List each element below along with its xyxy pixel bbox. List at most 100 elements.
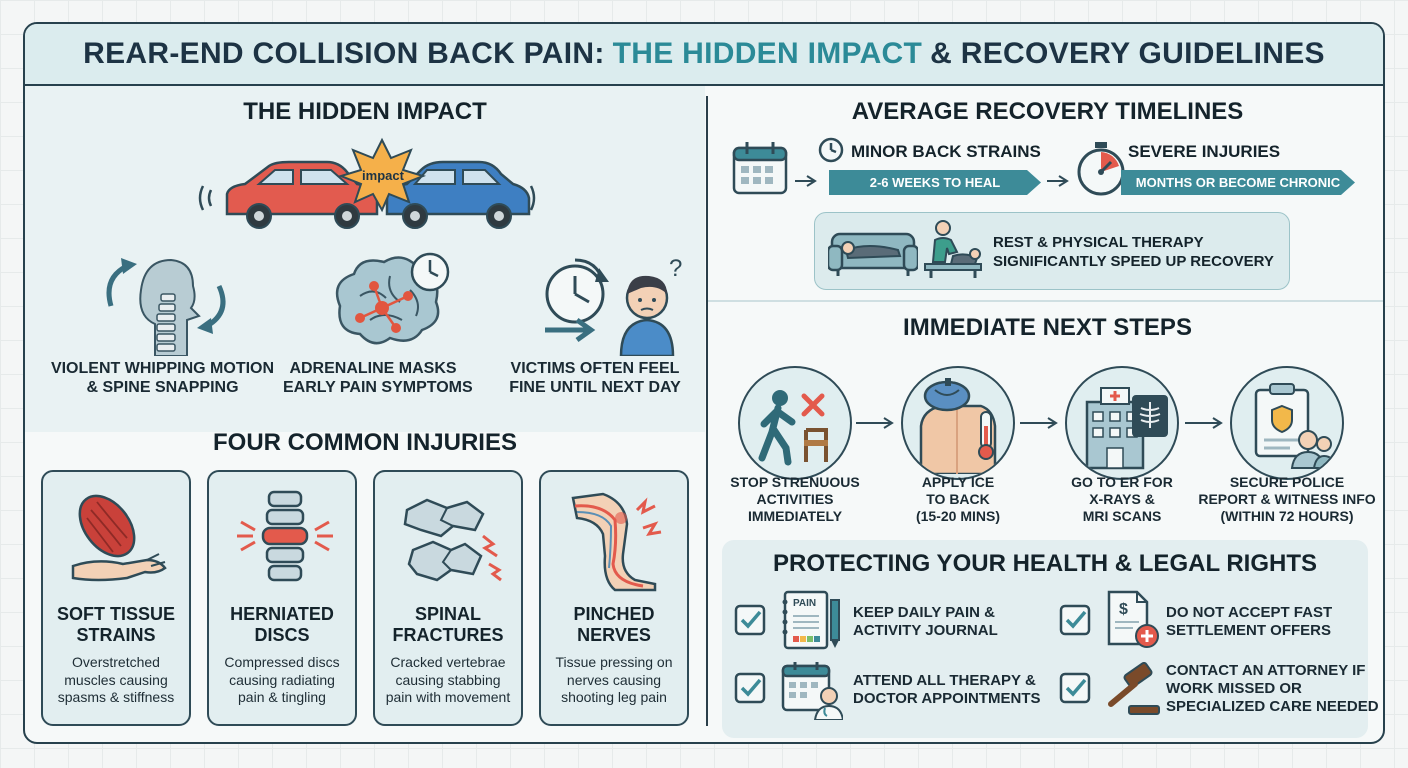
step-apply-ice	[901, 366, 1015, 480]
calendar-icon	[731, 140, 789, 196]
protect-3-line-2: SETTLEMENT OFFERS	[1166, 622, 1331, 639]
physical-therapy-icon	[921, 218, 983, 280]
checkbox-icon	[1059, 604, 1091, 636]
checkbox-icon	[1059, 672, 1091, 704]
adrenaline-caption-1: ADRENALINE MASKS	[289, 360, 457, 377]
step-1-line-2: ACTIVITIES	[756, 491, 834, 507]
step-4-line-3: (WITHIN 72 HOURS)	[1220, 508, 1354, 524]
herniated-desc-2: causing radiating	[229, 671, 335, 688]
fractures-desc-3: pain with movement	[385, 689, 511, 705]
title-bar: REAR-END COLLISION BACK PAIN: THE HIDDEN…	[25, 24, 1383, 86]
gavel-icon	[1103, 662, 1161, 718]
soft-tissue-title-1: SOFT TISSUE	[56, 604, 175, 624]
next-day-caption-1: VICTIMS OFTEN FEEL	[510, 360, 680, 377]
step-3-line-2: X-RAYS &	[1089, 491, 1155, 507]
settlement-document-icon: $	[1105, 590, 1161, 650]
ice-pack-icon	[911, 376, 1009, 474]
protect-1-line-1: KEEP DAILY PAIN &	[853, 604, 995, 621]
stop-activity-icon	[750, 378, 844, 472]
arrow-right-icon	[1045, 174, 1071, 188]
stopwatch-icon	[1075, 140, 1127, 196]
recovery-heading: AVERAGE RECOVERY TIMELINES	[851, 98, 1244, 125]
herniated-desc-1: Compressed discs	[224, 654, 340, 670]
next-steps-heading: IMMEDIATE NEXT STEPS	[903, 314, 1192, 341]
step-3-line-3: MRI SCANS	[1082, 508, 1162, 524]
fractures-desc-1: Cracked vertebrae	[390, 654, 506, 670]
injury-card-soft-tissue: SOFT TISSUE STRAINS Overstretched muscle…	[41, 470, 191, 726]
step-arrow-1	[854, 416, 896, 430]
svg-text:$: $	[1119, 601, 1128, 618]
checkbox-icon	[734, 672, 766, 704]
car-collision-icon	[197, 136, 537, 232]
pinched-desc-1: Tissue pressing on	[555, 654, 673, 670]
soft-tissue-desc-1: Overstretched	[72, 654, 160, 670]
calendar-doctor-icon	[781, 660, 843, 720]
injury-card-pinched: PINCHED NERVES Tissue pressing on nerves…	[539, 470, 689, 726]
severe-injuries-timeline: MONTHS OR BECOME CHRONIC	[1121, 170, 1355, 195]
section-separator	[708, 300, 1383, 302]
rest-therapy-line-1: REST & PHYSICAL THERAPY	[993, 234, 1204, 251]
whiplash-caption-1: VIOLENT WHIPPING MOTION	[50, 360, 275, 377]
step-2-line-2: TO BACK	[926, 491, 990, 507]
protect-2-line-1: ATTEND ALL THERAPY &	[853, 672, 1036, 689]
step-4-line-1: SECURE POLICE	[1229, 474, 1345, 490]
protect-3-line-1: DO NOT ACCEPT FAST	[1166, 604, 1333, 621]
step-3-line-1: GO TO ER FOR	[1071, 474, 1173, 490]
protect-4-line-3: SPECIALIZED CARE NEEDED	[1166, 698, 1379, 715]
protect-4-line-2: WORK MISSED OR	[1166, 680, 1302, 697]
step-2-line-3: (15-20 MINS)	[915, 508, 1001, 524]
adrenaline-caption-2: EARLY PAIN SYMPTOMS	[283, 379, 473, 396]
step-1-line-1: STOP STRENUOUS	[730, 474, 860, 490]
rest-therapy-line-2: SIGNIFICANTLY SPEED UP RECOVERY	[993, 253, 1274, 270]
step-arrow-2	[1018, 416, 1060, 430]
step-2-line-1: APPLY ICE	[921, 474, 995, 490]
severe-injuries-label: SEVERE INJURIES	[1128, 142, 1281, 161]
injuries-heading: FOUR COMMON INJURIES	[212, 429, 517, 456]
pinched-desc-2: nerves causing	[566, 671, 662, 688]
leg-nerve-icon	[563, 484, 671, 592]
clock-person-icon: ?	[537, 246, 687, 356]
couch-rest-icon	[828, 220, 918, 278]
minor-strains-label: MINOR BACK STRAINS	[851, 142, 1041, 161]
hidden-impact-panel	[25, 86, 705, 432]
injury-card-herniated: HERNIATED DISCS Compressed discs causing…	[207, 470, 357, 726]
title-part-2: THE HIDDEN IMPACT	[612, 37, 923, 70]
journal-icon-label: PAIN	[793, 598, 817, 609]
step-4-line-2: REPORT & WITNESS INFO	[1198, 491, 1376, 507]
minor-strains-timeline: 2-6 WEEKS TO HEAL	[829, 170, 1041, 195]
title-part-1: REAR-END COLLISION BACK PAIN:	[83, 37, 605, 70]
spine-whiplash-icon	[93, 246, 238, 356]
step-1-line-3: IMMEDIATELY	[747, 508, 843, 524]
step-go-to-er	[1065, 366, 1179, 480]
herniated-title-1: HERNIATED	[230, 604, 334, 624]
muscle-icon	[67, 488, 171, 584]
vertical-divider	[706, 96, 708, 726]
arrow-right-icon	[793, 174, 819, 188]
whiplash-caption-2: & SPINE SNAPPING	[86, 379, 239, 396]
fractures-title-2: FRACTURES	[392, 625, 504, 645]
fractured-vertebrae-icon	[397, 490, 505, 590]
soft-tissue-desc-2: muscles causing	[64, 671, 168, 688]
clock-icon	[817, 136, 845, 164]
pinched-title-2: NERVES	[577, 625, 651, 645]
herniated-desc-3: pain & tingling	[238, 689, 326, 705]
fractures-desc-2: causing stabbing	[395, 671, 501, 688]
hospital-icon	[1077, 382, 1171, 472]
protect-4-line-1: CONTACT AN ATTORNEY IF	[1166, 662, 1366, 679]
step-stop-activity	[738, 366, 852, 480]
pinched-title-1: PINCHED	[573, 604, 655, 624]
protect-2-line-2: DOCTOR APPOINTMENTS	[853, 690, 1041, 707]
brain-clock-icon	[330, 246, 450, 356]
impact-label: impact	[362, 168, 404, 183]
soft-tissue-desc-3: spasms & stiffness	[57, 689, 175, 705]
pinched-desc-3: shooting leg pain	[561, 689, 667, 705]
checkbox-icon	[734, 604, 766, 636]
spine-disc-icon	[233, 488, 337, 588]
title-part-3: & RECOVERY GUIDELINES	[930, 37, 1325, 70]
next-day-caption-2: FINE UNTIL NEXT DAY	[509, 379, 681, 396]
police-report-icon	[1242, 378, 1336, 472]
pain-journal-icon	[781, 590, 843, 652]
step-police-report	[1230, 366, 1344, 480]
herniated-title-2: DISCS	[254, 625, 310, 645]
soft-tissue-title-2: STRAINS	[76, 625, 156, 645]
